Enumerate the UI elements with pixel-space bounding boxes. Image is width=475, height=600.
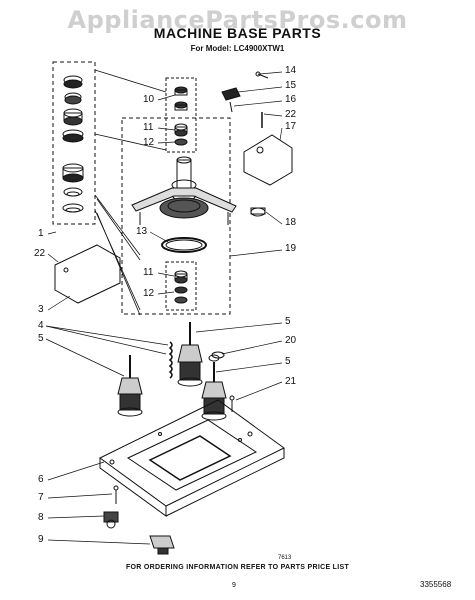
callout-19: 19 — [285, 243, 297, 254]
callout-22-lower: 22 — [34, 248, 46, 259]
callout-4: 4 — [38, 320, 44, 331]
callout-14: 14 — [285, 65, 297, 76]
callout-22-upper: 22 — [285, 109, 297, 120]
clip-assembly — [221, 71, 269, 113]
callout-10: 10 — [143, 94, 155, 105]
callout-5-lower-right: 5 — [285, 356, 291, 367]
callout-20: 20 — [285, 335, 297, 346]
watermark: AppliancePartsPros.com — [67, 6, 408, 34]
diagram-title: MACHINE BASE PARTS — [153, 25, 322, 41]
callout-3: 3 — [38, 304, 44, 315]
spring-4 — [168, 341, 173, 379]
bearing-stack-lower — [62, 163, 84, 213]
transmission-shaft-assembly — [131, 156, 237, 253]
pump-cover-17 — [243, 112, 293, 186]
figure-number: 7613 — [278, 555, 292, 561]
leader-lines — [45, 71, 283, 545]
machine-base-frame — [99, 399, 285, 517]
lower-bearing-inset — [165, 261, 197, 311]
model-subtitle: For Model: LC4900XTW1 — [190, 44, 285, 53]
callout-16: 16 — [285, 94, 297, 105]
callout-1: 1 — [38, 228, 44, 239]
nut-18 — [250, 207, 266, 217]
callout-17: 17 — [285, 121, 297, 132]
screw-7 — [113, 485, 119, 504]
bearing-kit-inset — [52, 61, 96, 225]
callout-11-upper: 11 — [143, 122, 154, 133]
leveling-leg-assembly-right — [201, 354, 227, 421]
leveling-leg-assembly-left — [117, 355, 143, 417]
callout-9: 9 — [38, 534, 44, 545]
document-number: 3355568 — [420, 580, 452, 589]
callout-12-lower: 12 — [143, 288, 155, 299]
callout-8: 8 — [38, 512, 44, 523]
callout-11-lower: 11 — [143, 267, 154, 278]
ordering-footer: FOR ORDERING INFORMATION REFER TO PARTS … — [125, 564, 350, 571]
page-number: 9 — [232, 582, 236, 589]
upper-bearing-inset — [165, 77, 197, 153]
transmission-assembly-box — [121, 117, 231, 315]
callout-13: 13 — [136, 226, 148, 237]
washer-20 — [211, 351, 225, 359]
base-plate-3 — [54, 244, 121, 304]
callout-6: 6 — [38, 474, 44, 485]
bearing-stack-upper — [62, 75, 84, 143]
callout-21: 21 — [285, 376, 297, 387]
leader-connectors — [94, 69, 167, 316]
callout-18: 18 — [285, 217, 297, 228]
callout-5-left: 5 — [38, 333, 44, 344]
caster-8 — [103, 511, 119, 529]
leveling-leg-assembly-center — [177, 322, 203, 387]
foot-9 — [149, 535, 175, 555]
callout-5-upper-right: 5 — [285, 316, 291, 327]
callout-12-upper: 12 — [143, 137, 155, 148]
callout-7: 7 — [38, 492, 44, 503]
callout-15: 15 — [285, 80, 297, 91]
